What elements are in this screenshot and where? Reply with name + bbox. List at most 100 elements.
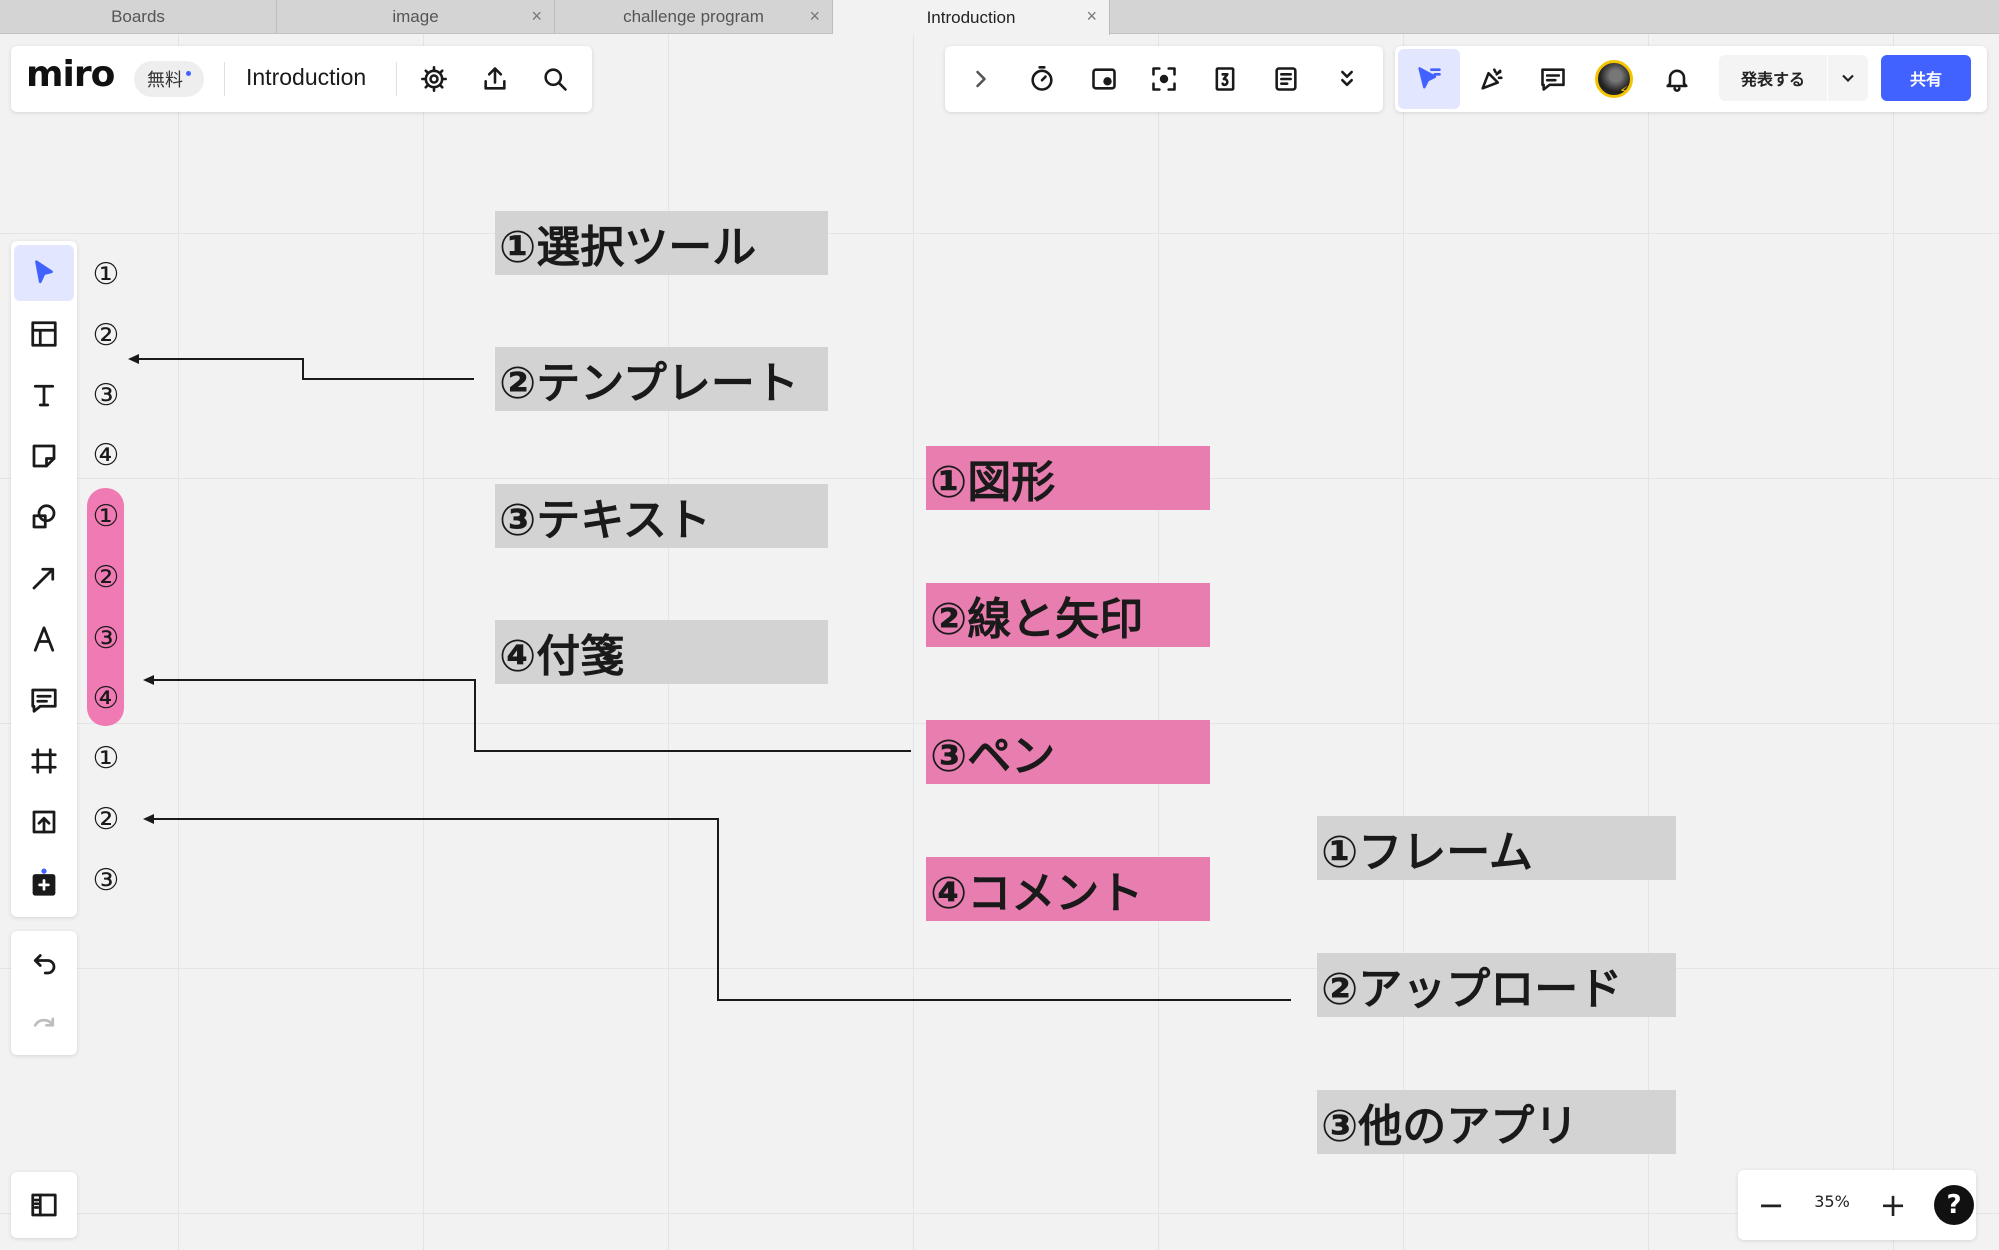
frame-tool[interactable] [14,733,74,789]
timer-button[interactable] [1018,55,1066,103]
settings-button[interactable] [410,55,458,103]
chevron-down-icon [1842,74,1854,83]
undo-button[interactable] [14,935,74,991]
share-button[interactable]: 共有 [1881,55,1971,101]
export-button[interactable] [471,55,519,103]
text-tool[interactable] [14,367,74,423]
browser-tab-label: challenge program [623,7,764,26]
label-card-upload[interactable]: ②アップロード [1317,953,1676,1017]
notification-dot [186,70,191,76]
upload-icon [484,67,506,90]
present-button[interactable]: 発表する [1719,55,1827,101]
more-tools-button[interactable] [1323,55,1371,103]
circled-number: ① [92,256,120,292]
browser-tab-image[interactable]: image × [277,0,555,34]
highlight-pill [87,488,124,726]
templates-tool[interactable] [14,306,74,362]
zoom-out-button[interactable]: − [1757,1186,1785,1224]
label-card-pen[interactable]: ③ペン [926,720,1210,784]
browser-tab-label: image [392,7,439,26]
undo-icon [33,954,56,975]
present-label: 発表する [1740,70,1805,89]
circled-number: ③ [92,620,120,656]
connector-template[interactable] [137,358,474,380]
focus-button[interactable] [1140,55,1188,103]
browser-tab-challenge-program[interactable]: challenge program × [555,0,833,34]
chevron-right-icon [976,70,986,88]
text-icon [33,384,55,407]
circled-number: ② [92,559,120,595]
browser-tab-label: Boards [111,7,165,26]
label-card-other-apps[interactable]: ③他のアプリ [1317,1090,1676,1154]
zoom-in-button[interactable]: + [1879,1186,1907,1224]
comment-tool[interactable] [14,672,74,728]
plan-badge[interactable]: 無料 [134,61,204,97]
circled-number: ① [92,498,120,534]
label-card-shapes[interactable]: ①図形 [926,446,1210,510]
help-button[interactable]: ? [1934,1185,1974,1225]
sidebar-toggle-button[interactable] [14,1177,74,1233]
more-apps-tool[interactable] [14,855,74,911]
double-chevron-down-icon [1341,70,1353,87]
label-card-template[interactable]: ②テンプレート [495,347,828,411]
browser-tab-boards[interactable]: Boards [0,0,277,34]
line-arrow-tool[interactable] [14,550,74,606]
cursor-icon [35,260,53,284]
gear-icon [421,66,447,92]
board-title[interactable]: Introduction [246,64,367,90]
voting-button[interactable] [1201,55,1249,103]
notifications-button[interactable] [1653,55,1701,103]
search-button[interactable] [531,55,579,103]
card-icon [1092,68,1116,90]
miro-logo[interactable]: miro [26,54,115,95]
circled-number: ④ [92,437,120,473]
arrow-icon [32,567,55,590]
sticky-note-tool[interactable] [14,428,74,484]
cursor-mode-button[interactable] [1398,49,1460,109]
sticky-note-icon [32,444,56,468]
close-icon[interactable]: × [531,6,542,26]
label-card-lines[interactable]: ②線と矢印 [926,583,1210,647]
timer-icon [1031,66,1053,91]
connector-pen[interactable] [152,679,911,752]
cursor-flag-icon [1418,67,1441,89]
select-tool[interactable] [14,245,74,301]
close-icon[interactable]: × [809,6,820,26]
share-label: 共有 [1909,70,1942,89]
label-card-comment[interactable]: ④コメント [926,857,1210,921]
arrowhead [143,675,154,685]
zoom-level[interactable]: 35% [1814,1192,1850,1211]
bell-icon [1666,69,1688,92]
expand-toolbar-button[interactable] [957,55,1005,103]
label-card-sticky[interactable]: ④付箋 [495,620,828,684]
circled-number: ③ [92,377,120,413]
label-card-text[interactable]: ③テキスト [495,484,828,548]
upload-tool[interactable] [14,794,74,850]
template-icon [31,321,57,347]
label-card-frame[interactable]: ①フレーム [1317,816,1676,880]
pen-icon [33,626,55,652]
comment-icon [1541,68,1565,91]
celebrate-button[interactable] [1468,55,1516,103]
notes-button[interactable] [1262,55,1310,103]
card-button[interactable] [1080,55,1128,103]
upload-icon [32,810,56,834]
bolt-icon: ⚡ [1619,84,1629,100]
comments-button[interactable] [1529,55,1577,103]
divider [396,62,397,96]
browser-tab-introduction[interactable]: Introduction × [833,0,1110,35]
redo-icon [33,1017,55,1027]
focus-icon [1152,67,1176,91]
present-options-button[interactable] [1828,55,1868,101]
close-icon[interactable]: × [1086,6,1097,26]
label-card-select-tool[interactable]: ①選択ツール [495,211,828,275]
shapes-tool[interactable] [14,489,74,545]
arrowhead [128,354,139,364]
redo-button[interactable] [14,996,74,1052]
browser-tab-label: Introduction [926,7,1016,27]
avatar[interactable] [1595,60,1633,98]
pen-tool[interactable] [14,611,74,667]
frame-icon [31,748,57,774]
sidebar-icon [31,1193,57,1217]
circled-number: ③ [92,862,120,898]
